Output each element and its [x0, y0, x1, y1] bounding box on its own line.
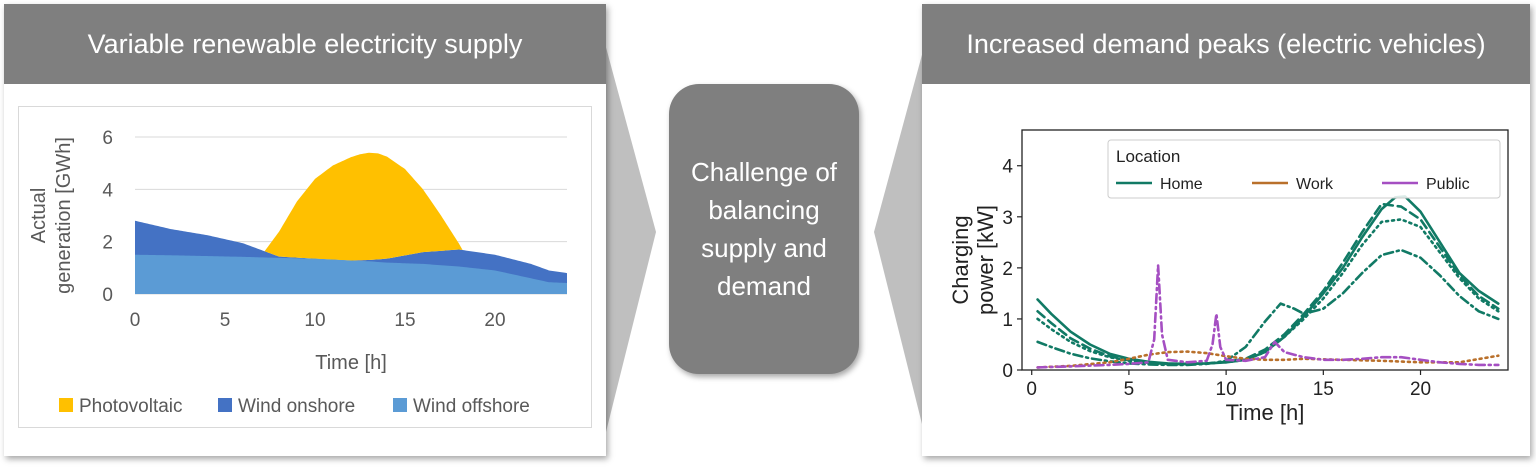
demand-xaxis-label: Time [h] [1226, 400, 1305, 425]
demand-series-home-dashdot-line [1036, 248, 1500, 367]
supply-yaxis-label-line2: generation [GWh] [53, 137, 75, 294]
demand-series-home-dotted-line [1036, 218, 1500, 366]
demand-ytick-label: 1 [1002, 310, 1013, 331]
demand-yaxis-label-line2: power [kW] [973, 205, 998, 315]
supply-ytick-label: 4 [102, 180, 113, 201]
demand-xtick-label: 5 [1124, 379, 1135, 400]
supply-legend-label: Wind offshore [413, 396, 530, 417]
demand-xtick-label: 10 [1216, 379, 1237, 400]
wind-offshore-area [135, 254, 567, 294]
right-arrow-shape [874, 40, 926, 440]
demand-ytick-label: 3 [1002, 208, 1013, 229]
demand-ytick-label: 0 [1002, 361, 1013, 382]
demand-legend-label: Work [1296, 176, 1334, 193]
supply-xtick-label: 20 [484, 310, 505, 331]
supply-xtick-label: 5 [220, 310, 231, 331]
challenge-text: Challenge of balancing supply and demand [691, 157, 837, 301]
supply-xtick-label: 10 [304, 310, 325, 331]
demand-series-home-dashed-line [1036, 202, 1500, 366]
demand-legend-label: Public [1426, 176, 1470, 193]
demand-xtick-label: 0 [1026, 379, 1037, 400]
supply-xaxis-label: Time [h] [315, 352, 387, 374]
demand-ytick-label: 2 [1002, 259, 1013, 280]
challenge-box: Challenge of balancing supply and demand [669, 84, 859, 374]
supply-ytick-label: 6 [102, 128, 113, 149]
demand-legend-label: Home [1160, 176, 1203, 193]
supply-ytick-label: 2 [102, 233, 113, 254]
demand-ytick-label: 4 [1002, 157, 1013, 178]
supply-panel-header: Variable renewable electricity supply [4, 4, 606, 84]
supply-legend-label: Photovoltaic [79, 396, 183, 417]
supply-ytick-label: 0 [102, 285, 113, 306]
supply-panel: Variable renewable electricity supply 0 2… [4, 4, 606, 456]
supply-xtick-label: 0 [130, 310, 141, 331]
demand-series-public-dashdot-line [1036, 264, 1500, 369]
photovoltaic-area [264, 152, 463, 261]
demand-xtick-label: 15 [1313, 379, 1334, 400]
demand-panel: Increased demand peaks (electric vehicle… [922, 4, 1530, 456]
demand-series-home-solid-line [1036, 195, 1500, 366]
supply-legend-swatch [59, 398, 73, 412]
supply-legend-swatch [393, 398, 407, 412]
demand-panel-header: Increased demand peaks (electric vehicle… [922, 4, 1530, 84]
demand-legend-title: Location [1116, 147, 1180, 166]
supply-yaxis-label-line1: Actual [28, 188, 50, 244]
demand-series-work-dotted-line [1036, 350, 1500, 369]
left-arrow-shape [604, 40, 656, 440]
demand-plot-frame [1021, 129, 1509, 371]
demand-yaxis-label-line1: Charging [948, 215, 973, 304]
supply-legend-label: Wind onshore [238, 396, 355, 417]
demand-xtick-label: 20 [1410, 379, 1431, 400]
supply-legend-swatch [218, 398, 232, 412]
supply-xtick-label: 15 [394, 310, 415, 331]
